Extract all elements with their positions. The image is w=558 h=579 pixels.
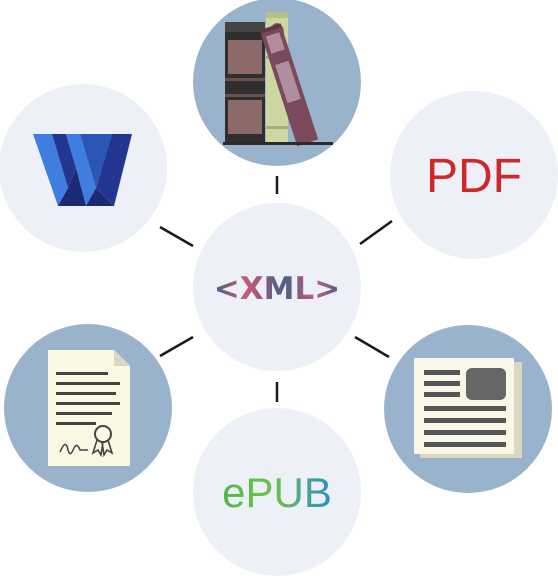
epub-node-circle: [193, 408, 361, 576]
word-w-icon: [33, 134, 132, 206]
connector-word: [159, 225, 194, 248]
connector-article: [354, 335, 390, 359]
connectors: [159, 176, 393, 402]
books-node: [193, 0, 361, 166]
newspaper-icon: [414, 358, 522, 458]
epub-label: ePUB: [222, 469, 332, 516]
word-node: [0, 84, 167, 252]
pdf-node: PDF: [390, 91, 558, 259]
xml-hub-label: <XML>: [214, 271, 340, 307]
pdf-node-circle: [390, 91, 558, 259]
certificate-icon: [48, 350, 130, 466]
epub-node: ePUB: [193, 408, 361, 576]
xml-hub-circle: [193, 203, 361, 371]
books-icon: [223, 12, 333, 147]
certificate-node: [4, 324, 172, 492]
connector-pdf: [359, 219, 393, 246]
pdf-label: PDF: [426, 150, 522, 203]
connector-certificate: [159, 335, 194, 358]
article-node: [384, 325, 552, 493]
xml-hub: <XML>: [193, 203, 361, 371]
